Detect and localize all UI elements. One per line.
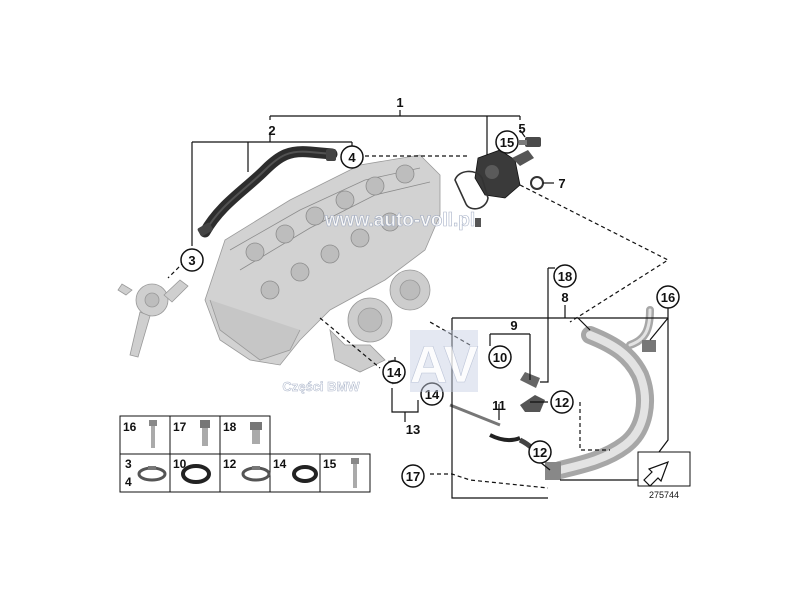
legend-label-10: 10	[173, 457, 187, 471]
callout-16-pipe: 16	[656, 285, 680, 309]
hose-clamp-icon	[137, 466, 167, 482]
temperature-sensor	[519, 137, 541, 147]
watermark: www.auto-voll.pl AV Części BMW	[282, 210, 479, 395]
legend-label-4: 4	[125, 475, 132, 489]
legend-label-15: 15	[323, 457, 337, 471]
legend-label-18: 18	[223, 420, 237, 434]
label-2: 2	[268, 123, 275, 138]
parts-legend: 16 17 18 3 4 10 12 14 15	[119, 415, 371, 493]
pipe-bracket	[520, 395, 545, 412]
legend-label-17: 17	[173, 420, 187, 434]
callout-label-4: 4	[348, 150, 356, 165]
coolant-line	[489, 433, 521, 443]
label-5: 5	[518, 121, 525, 136]
callout-14-lower: 14	[420, 382, 444, 406]
callout-label-17: 17	[406, 469, 420, 484]
small-bolt	[475, 218, 481, 227]
callout-17: 17	[401, 464, 425, 488]
label-7: 7	[558, 176, 565, 191]
callout-label-14-upper: 14	[387, 365, 402, 380]
callout-label-18: 18	[558, 269, 572, 284]
thermostat-housing	[474, 149, 534, 199]
callout-3: 3	[180, 248, 204, 272]
label-13: 13	[406, 422, 420, 437]
callout-label-10: 10	[493, 350, 507, 365]
callout-18: 18	[553, 264, 577, 288]
label-11: 11	[492, 398, 506, 413]
pipe-fitting	[642, 340, 656, 352]
watermark-url: www.auto-voll.pl	[324, 210, 475, 231]
arrow-down-left-icon	[643, 460, 670, 487]
label-8: 8	[561, 290, 568, 305]
callout-label-16: 16	[661, 290, 675, 305]
label-1: 1	[396, 95, 403, 110]
screw-plug-icon	[250, 422, 262, 444]
callout-label-12-lower: 12	[533, 445, 547, 460]
callout-14-upper: 14	[382, 360, 406, 384]
diagram-id: 275744	[649, 490, 679, 500]
water-pump-illustration	[117, 279, 189, 358]
watermark-caption: Części BMW	[282, 379, 360, 394]
bolt-icon	[200, 420, 210, 446]
callout-label-3: 3	[188, 253, 195, 268]
callout-label-15: 15	[500, 135, 514, 150]
pipe-fitting	[545, 462, 561, 480]
legend-label-16: 16	[123, 420, 137, 434]
callout-label-12-upper: 12	[555, 395, 569, 410]
callout-12-upper: 12	[550, 390, 574, 414]
callout-10: 10	[488, 345, 512, 369]
seal-ring-icon	[292, 465, 318, 483]
watermark-logo: AV	[410, 330, 479, 394]
turbocharger-illustration	[329, 269, 431, 373]
hose-clamp-icon	[241, 466, 271, 482]
hose-clamp	[326, 149, 336, 161]
cylinder-head-illustration	[204, 154, 441, 366]
bolt-icon	[351, 458, 359, 488]
callout-15: 15	[495, 130, 519, 154]
legend-label-3: 3	[125, 457, 132, 471]
legend-label-12: 12	[223, 457, 237, 471]
label-9: 9	[510, 318, 517, 333]
watermark-logo-letters: AV	[410, 336, 479, 394]
seal-ring-icon	[181, 464, 211, 484]
bolt-icon	[149, 420, 157, 448]
legend-label-14: 14	[273, 457, 287, 471]
hose-clamp	[197, 222, 213, 237]
coolant-line	[449, 403, 501, 427]
callout-label-14-lower: 14	[425, 387, 440, 402]
diagram-reference-box: 275744	[637, 451, 691, 500]
callout-12-lower: 12	[528, 440, 552, 464]
gasket	[454, 170, 489, 210]
callout-4: 4	[340, 145, 364, 169]
o-ring	[530, 176, 544, 190]
